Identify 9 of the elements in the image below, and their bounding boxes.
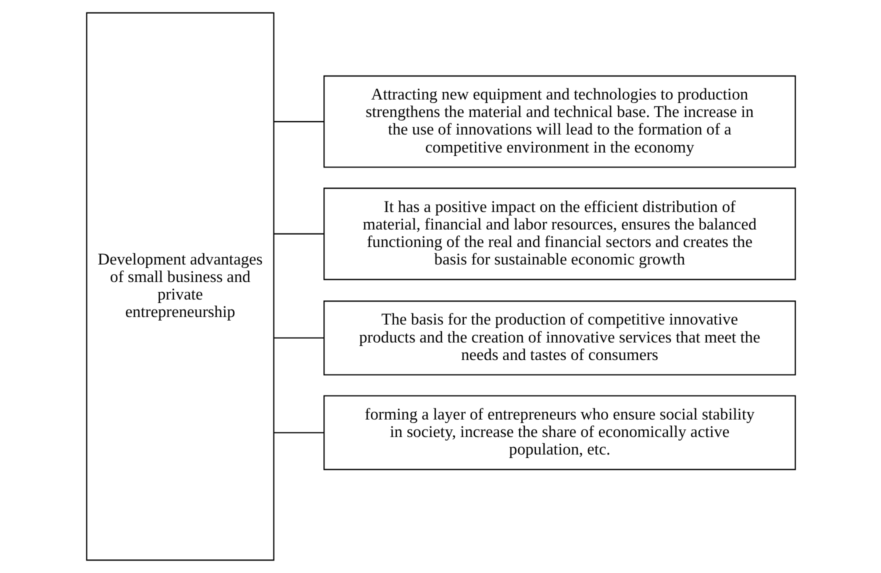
node-box: Development advantages of small business and private entrepreneurship bbox=[86, 12, 274, 561]
connector bbox=[274, 432, 324, 434]
connector bbox=[274, 337, 324, 339]
node-box: Attracting new equipment and technologies to production strengthens the material and technical base. The increase in the use of innovations will lead to the formation of a competitive environment in the economy bbox=[322, 75, 796, 168]
node-box: The basis for the production of competitive innovative products and the creation of innovative services that meet the needs and tastes of consumers bbox=[322, 300, 796, 376]
connector bbox=[274, 233, 324, 234]
connector bbox=[274, 121, 324, 122]
node-box: forming a layer of entrepreneurs who ensure social stability in society, increase the share of economically active population, etc. bbox=[322, 395, 796, 470]
node-box: It has a positive impact on the efficient distribution of material, financial and labor resources, ensures the balanced functioning of the real and financial sectors and creates the basis for sustainable economic growth bbox=[322, 188, 796, 280]
